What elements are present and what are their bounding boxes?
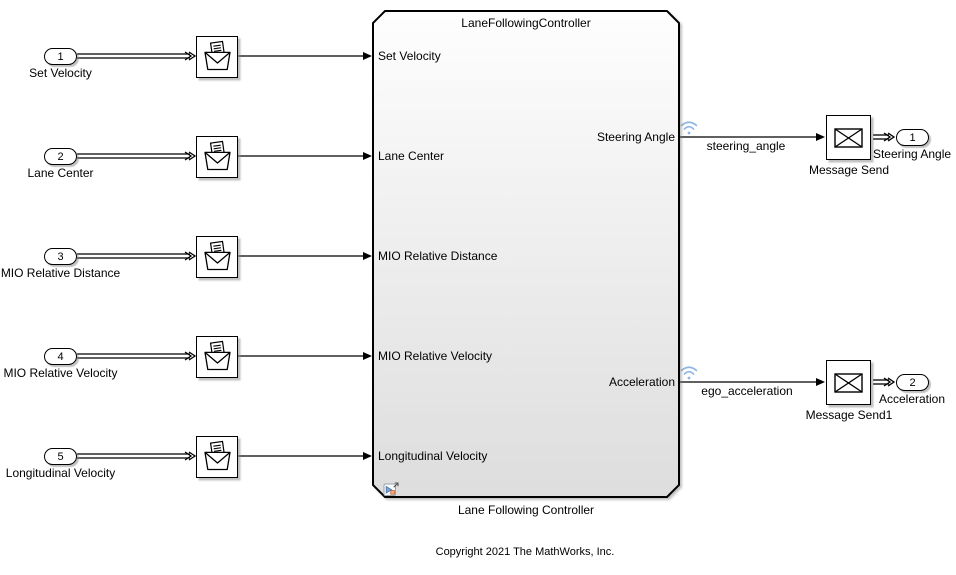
signal-line-receive3-controller[interactable]: [236, 252, 372, 260]
inport-2[interactable]: 2: [44, 148, 77, 165]
outport-2[interactable]: 2: [896, 374, 929, 391]
outport-2-label: Acceleration: [878, 392, 946, 406]
inport-3[interactable]: 3: [44, 248, 77, 265]
outport-2-number: 2: [909, 376, 916, 389]
signal-line-receive1-controller[interactable]: [236, 52, 372, 60]
message-line-inport-3[interactable]: [77, 251, 197, 261]
controller-input-longitudinal-velocity: Longitudinal Velocity: [378, 449, 488, 463]
inport-2-number: 2: [57, 150, 64, 163]
controller-block-body: [372, 10, 680, 498]
message-receive-block-4[interactable]: [196, 336, 238, 378]
signal-label-ego-acceleration[interactable]: ego_acceleration: [701, 384, 793, 398]
inport-3-label: MIO Relative Distance: [0, 266, 121, 280]
model-reference-badge-icon[interactable]: [383, 481, 400, 498]
signal-line-receive2-controller[interactable]: [236, 152, 372, 160]
controller-output-acceleration: Acceleration: [608, 375, 675, 389]
signal-line-acceleration[interactable]: [680, 378, 825, 386]
outport-1[interactable]: 1: [896, 129, 929, 146]
signal-label-steering-angle[interactable]: steering_angle: [706, 139, 786, 153]
controller-title: LaneFollowingController: [461, 16, 591, 30]
inport-1-label: Set Velocity: [29, 66, 92, 80]
lane-following-controller-block[interactable]: LaneFollowingController Set Velocity Lan…: [372, 10, 680, 498]
controller-input-mio-rel-velocity: MIO Relative Velocity: [378, 349, 493, 363]
message-send-1-label: Message Send: [808, 163, 890, 177]
open-envelope-icon: [203, 40, 231, 70]
closed-envelope-icon: [834, 128, 863, 148]
copyright-annotation: Copyright 2021 The MathWorks, Inc.: [435, 546, 615, 558]
controller-caption: Lane Following Controller: [457, 503, 595, 517]
message-receive-block-1[interactable]: [196, 36, 238, 78]
message-receive-block-5[interactable]: [196, 436, 238, 478]
open-envelope-icon: [203, 240, 231, 270]
message-receive-block-3[interactable]: [196, 236, 238, 278]
inport-1-number: 1: [57, 50, 64, 63]
inport-2-label: Lane Center: [27, 166, 94, 180]
message-line-outport-1[interactable]: [873, 132, 896, 142]
outport-1-label: Steering Angle: [872, 147, 952, 161]
message-send-block-1[interactable]: [826, 115, 871, 160]
message-send-2-label: Message Send1: [805, 408, 893, 422]
controller-output-steering-angle: Steering Angle: [596, 130, 675, 144]
inport-3-number: 3: [57, 250, 64, 263]
open-envelope-icon: [203, 140, 231, 170]
inport-4-number: 4: [57, 350, 64, 363]
closed-envelope-icon: [834, 373, 863, 393]
signal-line-receive5-controller[interactable]: [236, 452, 372, 460]
inport-4-label: MIO Relative Velocity: [3, 366, 118, 380]
message-send-block-2[interactable]: [826, 360, 871, 405]
open-envelope-icon: [203, 340, 231, 370]
message-receive-block-2[interactable]: [196, 136, 238, 178]
message-line-inport-5[interactable]: [77, 451, 197, 461]
signal-line-steering-angle[interactable]: [680, 133, 825, 141]
inport-5-number: 5: [57, 450, 64, 463]
message-line-inport-4[interactable]: [77, 351, 197, 361]
wireless-signal-icon: [680, 366, 698, 381]
inport-5-label: Longitudinal Velocity: [5, 466, 116, 480]
message-line-outport-2[interactable]: [873, 377, 896, 387]
open-envelope-icon: [203, 440, 231, 470]
controller-input-lane-center: Lane Center: [378, 149, 445, 163]
controller-input-mio-rel-distance: MIO Relative Distance: [378, 249, 498, 263]
inport-4[interactable]: 4: [44, 348, 77, 365]
wireless-signal-icon: [680, 121, 698, 136]
signal-line-receive4-controller[interactable]: [236, 352, 372, 360]
message-line-inport-1[interactable]: [77, 51, 197, 61]
outport-1-number: 1: [909, 131, 916, 144]
controller-input-set-velocity: Set Velocity: [378, 49, 441, 63]
inport-5[interactable]: 5: [44, 448, 77, 465]
inport-1[interactable]: 1: [44, 48, 77, 65]
message-line-inport-2[interactable]: [77, 151, 197, 161]
